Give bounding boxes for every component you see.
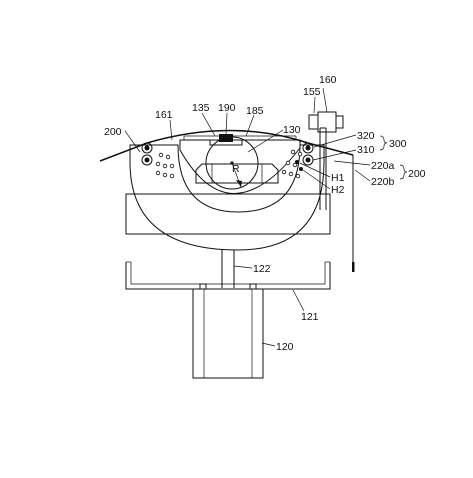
right-roller-bottom-hub <box>305 157 311 163</box>
mounting-plate <box>125 193 331 235</box>
label-135: 135 <box>192 102 210 114</box>
right-roller-top-hub <box>305 145 311 151</box>
bracket-tab-right <box>249 283 257 290</box>
label-220a: 220a <box>371 160 395 172</box>
label-h1: H1 <box>331 172 345 184</box>
sensor-box <box>317 111 337 133</box>
label-310: 310 <box>357 144 375 156</box>
top-clamp <box>219 134 233 142</box>
guide-body <box>129 144 325 251</box>
support-bracket <box>125 262 331 290</box>
roller-block <box>195 163 279 184</box>
wire <box>99 129 354 162</box>
left-roller-bottom <box>141 154 153 166</box>
sensor-head <box>308 114 319 130</box>
label-161: 161 <box>155 109 173 121</box>
label-185: 185 <box>246 105 264 117</box>
label-160: 160 <box>319 74 337 86</box>
label-h2: H2 <box>331 184 345 196</box>
label-130: 130 <box>283 124 301 136</box>
radius-arrowhead <box>236 180 242 187</box>
bracket-tab-left <box>199 283 207 290</box>
left-holes <box>155 152 175 179</box>
label-190: 190 <box>218 102 236 114</box>
label-155: 155 <box>303 86 321 98</box>
motor-block <box>192 288 264 379</box>
label-121: 121 <box>301 311 319 323</box>
label-320: 320 <box>357 130 375 142</box>
right-holes <box>281 149 303 179</box>
leader-lines <box>124 87 371 347</box>
top-clamp-base <box>209 139 243 146</box>
label-200-left: 200 <box>104 126 122 138</box>
label-200-right: 200 <box>408 168 426 180</box>
label-122: 122 <box>253 263 271 275</box>
sensor-h1 <box>295 160 299 164</box>
label-300: 300 <box>389 138 407 150</box>
label-220b: 220b <box>371 176 395 188</box>
brace-300 <box>379 135 388 151</box>
label-r: R <box>232 163 240 175</box>
sensor-plug <box>335 115 344 129</box>
brace-200 <box>399 164 408 180</box>
left-roller-top-hub <box>144 145 150 151</box>
upper-holder <box>179 139 301 194</box>
support-bracket-inner <box>130 262 326 285</box>
sensor-h2 <box>299 167 303 171</box>
left-roller-bottom-hub <box>144 157 150 163</box>
label-120: 120 <box>276 341 294 353</box>
wire-end <box>352 262 355 272</box>
